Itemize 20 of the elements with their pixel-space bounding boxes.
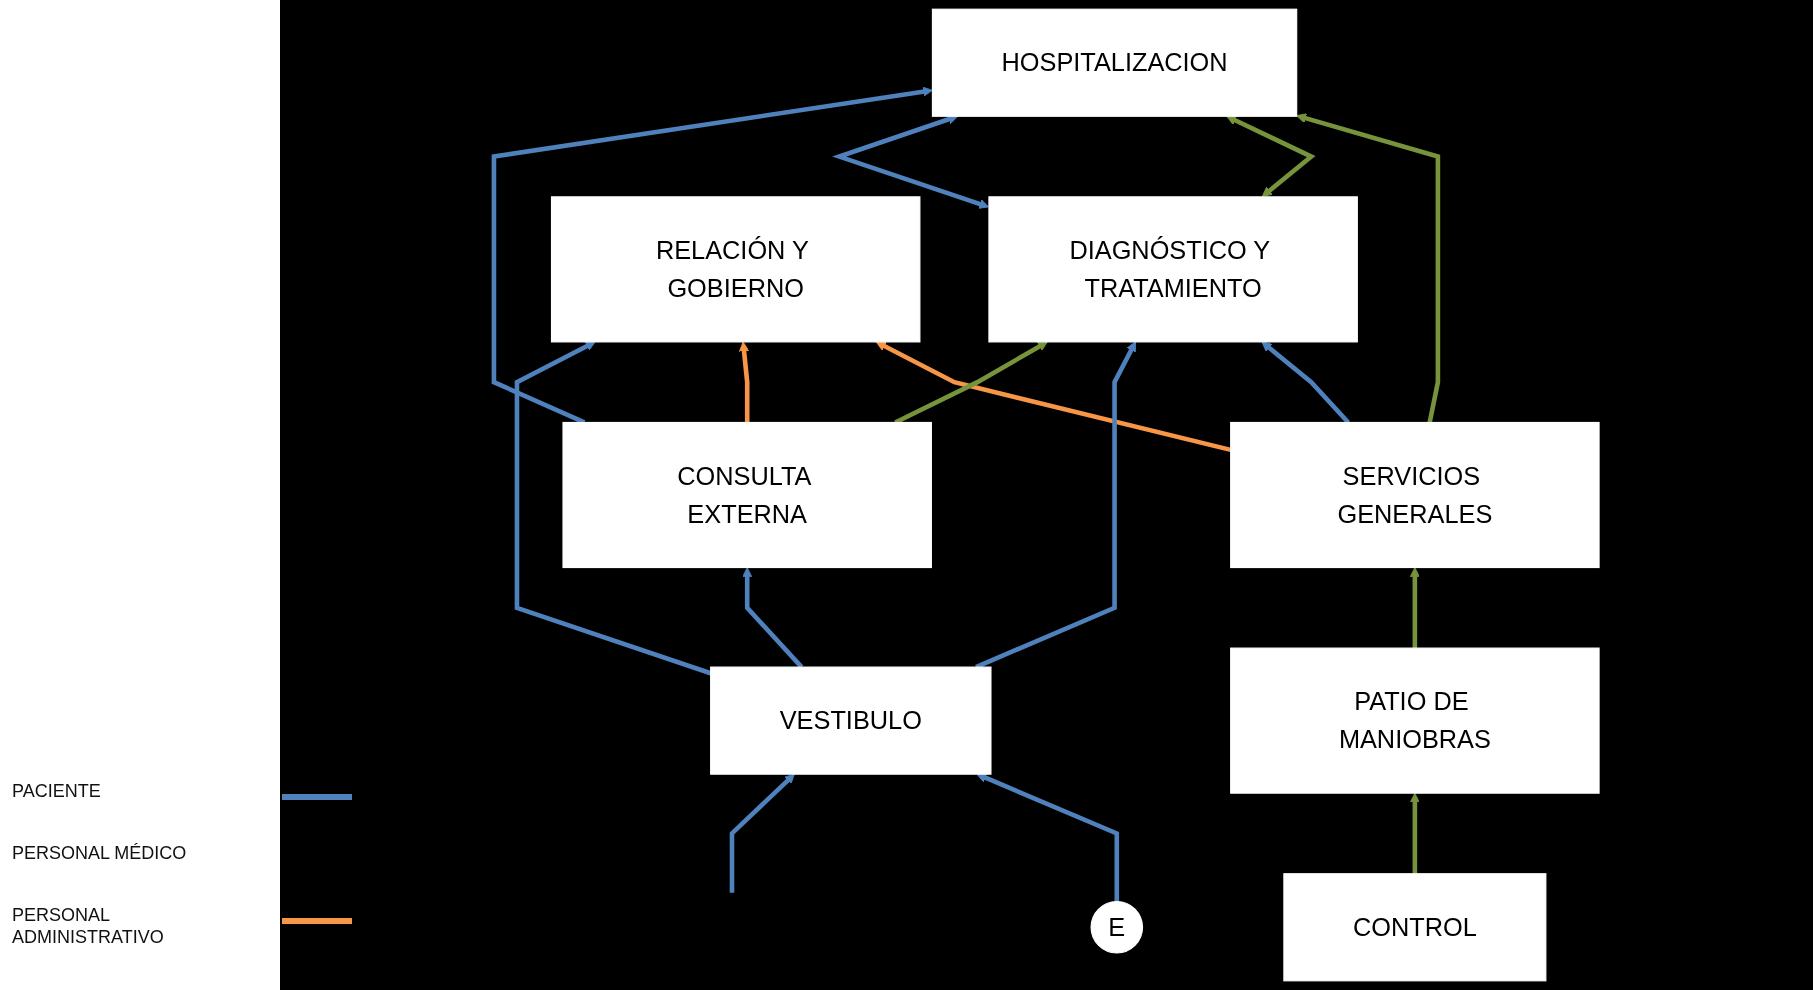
arrow: [739, 341, 750, 423]
legend-text: PERSONAL MÉDICO: [12, 842, 188, 864]
node-circle: E: [1090, 900, 1144, 954]
arrow: [1409, 792, 1420, 874]
node-box: HOSPITALIZACION: [931, 8, 1298, 117]
node-box: DIAGNÓSTICO Y TRATAMIENTO: [988, 196, 1358, 343]
arrow: [1409, 567, 1420, 649]
legend-text: PACIENTE: [12, 780, 102, 802]
arrow: [1296, 113, 1441, 423]
node-box: VESTIBULO: [710, 666, 992, 775]
node-box: CONSULTA EXTERNA: [562, 421, 932, 569]
arrow: [1226, 115, 1316, 197]
node-box: CONTROL: [1283, 873, 1547, 982]
arrow: [742, 567, 804, 669]
arrow: [976, 773, 1120, 902]
node-box: PATIO DE MANIOBRAS: [1230, 647, 1600, 794]
node-box: RELACIÓN Y GOBIERNO: [550, 196, 921, 343]
legend-text: PERSONAL ADMINISTRATIVO: [12, 904, 165, 948]
node-box: SERVICIOS GENERALES: [1230, 421, 1600, 569]
arrow: [729, 773, 795, 893]
